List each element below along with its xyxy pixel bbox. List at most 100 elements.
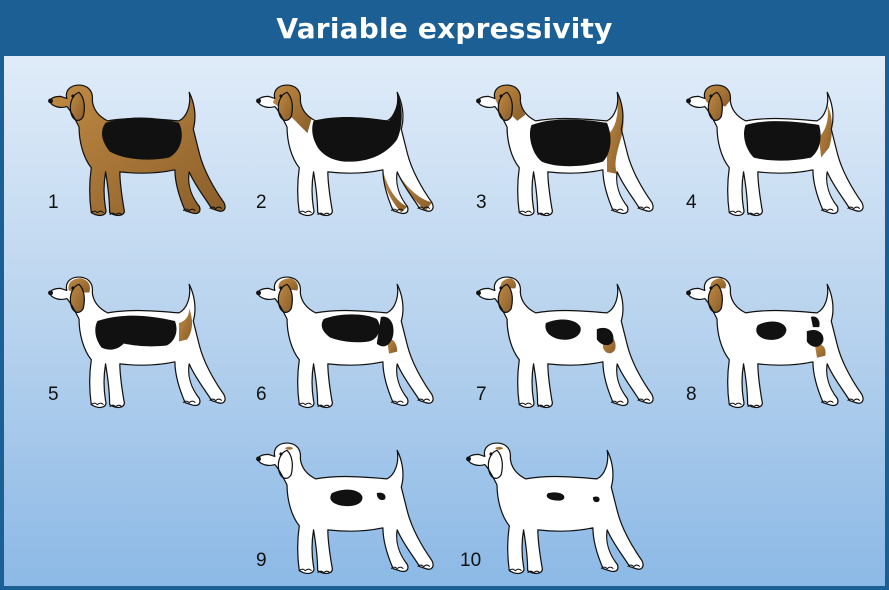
paw-detail (820, 400, 834, 404)
dog-body (688, 277, 864, 408)
paw-detail (298, 402, 312, 406)
dog-number-label: 2 (256, 192, 267, 213)
dog-figure-7: 7 (446, 262, 656, 422)
dog-ear (497, 283, 513, 313)
paw-detail (518, 210, 532, 214)
black-patch (546, 492, 565, 501)
dog-outline (467, 442, 644, 575)
paw-detail (747, 212, 761, 216)
dog-nose (256, 456, 261, 462)
black-patch (330, 489, 363, 507)
dog-body (468, 443, 644, 574)
black-patch (806, 329, 824, 347)
paw-detail (728, 210, 742, 214)
paw-detail (417, 206, 431, 210)
dog-figure-5: 5 (18, 262, 228, 422)
dog-outline (49, 84, 226, 217)
dog-outline (257, 84, 434, 217)
dog-number-label: 9 (256, 550, 267, 571)
dog-number-label: 3 (476, 192, 487, 213)
dog-outline (49, 276, 226, 409)
dog-nose (256, 98, 261, 104)
black-patch (102, 117, 182, 160)
dog-eye (71, 286, 75, 290)
dog-figure-9: 9 (226, 428, 436, 586)
dog-nose (476, 98, 481, 104)
beagle-illustration (48, 84, 226, 217)
beagle-illustration (476, 276, 654, 409)
black-patch (756, 321, 787, 340)
dog-number-label: 1 (48, 192, 59, 213)
dog-number-label: 6 (256, 384, 267, 405)
dog-ear (69, 91, 85, 121)
dog-ear (277, 91, 293, 121)
black-patch (596, 327, 614, 346)
tan-patch (819, 104, 833, 158)
paw-detail (600, 566, 614, 570)
dog-ear (277, 283, 293, 313)
paw-detail (182, 400, 196, 404)
beagle-illustration (466, 442, 644, 575)
figure-title: Variable expressivity (276, 11, 613, 45)
paw-detail (537, 212, 551, 216)
paw-detail (610, 400, 624, 404)
beagle-illustration (256, 442, 434, 575)
black-patch (321, 314, 380, 343)
dog-eye (709, 94, 713, 98)
dog-eye (499, 94, 503, 98)
dog-number-label: 10 (460, 550, 482, 571)
dog-figure-6: 6 (226, 262, 436, 422)
dog-nose (256, 290, 261, 296)
paw-detail (820, 208, 834, 212)
paw-detail (747, 404, 761, 408)
black-patch (545, 319, 581, 340)
dog-ear (277, 449, 293, 479)
dog-figure-1: 1 (18, 70, 228, 230)
dog-nose (476, 290, 481, 296)
black-patch (312, 92, 402, 162)
beagle-illustration (686, 276, 864, 409)
dog-ear (69, 283, 85, 313)
tan-patch (495, 446, 504, 450)
black-patch (592, 496, 600, 503)
tan-patch (382, 169, 408, 213)
beagle-illustration (256, 276, 434, 409)
dog-outline (477, 276, 654, 409)
dog-number-label: 8 (686, 384, 697, 405)
dog-eye (279, 286, 283, 290)
beagle-illustration (48, 276, 226, 409)
paw-detail (627, 564, 641, 568)
dog-body (258, 443, 434, 574)
paw-detail (209, 398, 223, 402)
dog-ear (497, 91, 513, 121)
dog-ear (707, 283, 723, 313)
paw-detail (317, 404, 331, 408)
beagle-illustration (686, 84, 864, 217)
paw-detail (109, 212, 123, 216)
paw-detail (90, 402, 104, 406)
dog-nose (48, 98, 53, 104)
paw-detail (417, 398, 431, 402)
paw-detail (847, 206, 861, 210)
dog-number-label: 5 (48, 384, 59, 405)
dog-figure-4: 4 (656, 70, 866, 230)
paw-detail (508, 568, 522, 572)
paw-detail (518, 402, 532, 406)
dog-body (478, 277, 654, 408)
dog-nose (48, 290, 53, 296)
dog-eye (279, 452, 283, 456)
black-patch (376, 316, 394, 347)
dog-outline (257, 276, 434, 409)
paw-detail (637, 398, 651, 402)
paw-detail (298, 568, 312, 572)
paw-detail (90, 210, 104, 214)
paw-detail (317, 570, 331, 574)
tan-patch (607, 92, 624, 174)
dog-figure-2: 2 (226, 70, 436, 230)
paw-detail (728, 402, 742, 406)
paw-detail (209, 206, 223, 210)
paw-detail (527, 570, 541, 574)
tan-patch (397, 171, 432, 211)
paw-detail (109, 404, 123, 408)
beagle-illustration (476, 84, 654, 217)
